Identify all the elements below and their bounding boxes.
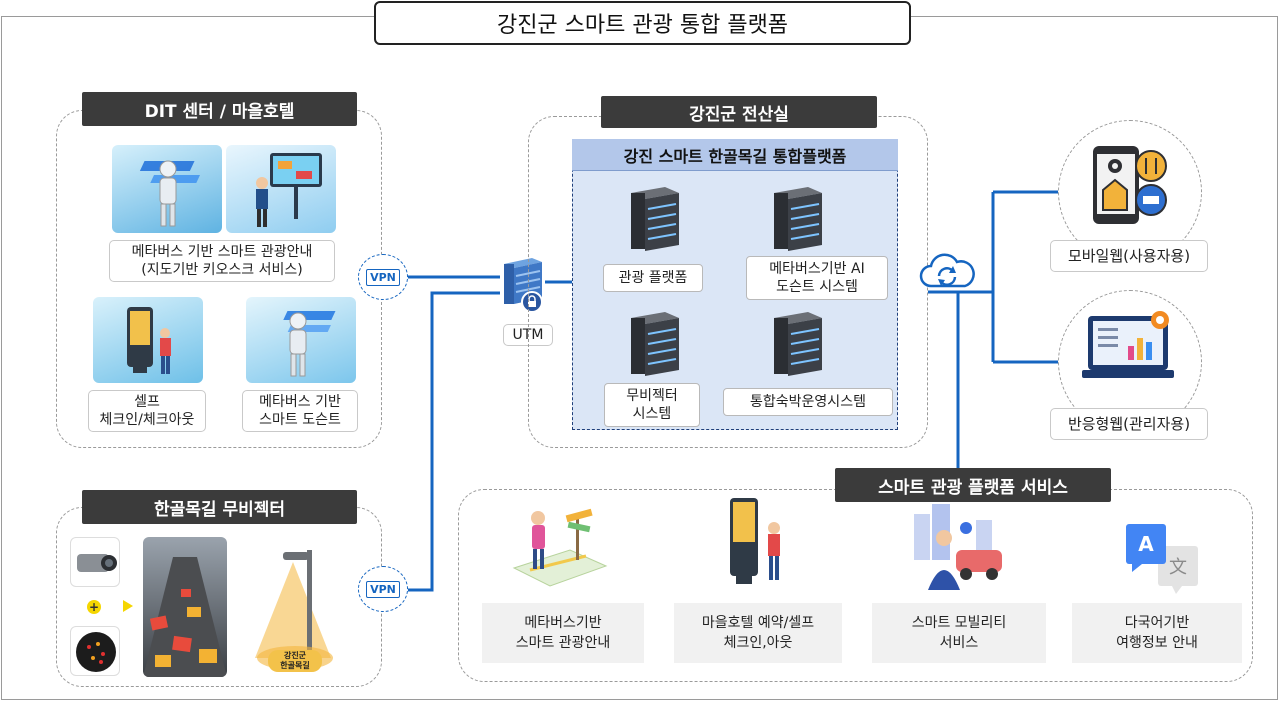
caption-self-checkin: 셀프 체크인/체크아웃	[88, 390, 206, 432]
server-caption-tourism: 관광 플랫폼	[603, 264, 703, 292]
services-label: 스마트 관광 플랫폼 서비스	[835, 468, 1111, 502]
server-caption-ai-docent: 메타버스기반 AI 도슨트 시스템	[746, 256, 888, 300]
server-icon	[623, 185, 685, 255]
service-caption-metaverse: 메타버스기반 스마트 관광안내	[482, 603, 644, 663]
caption-line: 메타버스 기반	[259, 394, 341, 410]
gobo-lens-image	[70, 626, 120, 676]
admin-dashboard-icon	[1080, 306, 1180, 386]
sign-line: 한골목길	[280, 661, 310, 670]
service-caption-multilingual: 다국어기반 여행정보 안내	[1072, 603, 1242, 663]
cloud-sync-icon	[917, 252, 977, 292]
hotel-kiosk-illustration	[718, 494, 798, 590]
self-checkin-image	[93, 297, 203, 383]
mobile-map-icon	[1085, 140, 1175, 228]
caption-line: 메타버스 기반 스마트 관광안내	[131, 244, 313, 260]
mobile-web-label: 모바일웹(사용자용)	[1050, 240, 1208, 272]
svg-text:文: 文	[1169, 557, 1187, 578]
diagram-title: 강진군 스마트 관광 통합 플랫폼	[374, 1, 911, 45]
smart-mobility-illustration	[906, 500, 1006, 592]
vpn-badge-dit: VPN	[358, 254, 408, 300]
robot-docent-image	[246, 297, 356, 383]
caption-line: 메타버스기반 AI	[769, 261, 865, 277]
service-caption-mobility: 스마트 모빌리티 서비스	[872, 603, 1046, 663]
caption-line: (지도기반 키오스크 서비스)	[141, 262, 303, 278]
caption-line: 마을호텔 예약/셀프	[701, 615, 815, 631]
metaverse-guide-illustration	[510, 500, 610, 588]
caption-line: 시스템	[632, 406, 672, 422]
arrow-right-icon	[123, 600, 133, 612]
caption-line: 도슨트 시스템	[776, 279, 858, 295]
caption-line: 통합숙박운영시스템	[750, 394, 866, 410]
caption-metaverse-guide: 메타버스 기반 스마트 관광안내 (지도기반 키오스크 서비스)	[109, 240, 335, 282]
street-projection-image	[143, 537, 227, 677]
projector-device-image	[70, 537, 120, 587]
caption-line: 스마트 모빌리티	[911, 615, 1007, 631]
svg-text:A: A	[1138, 532, 1154, 556]
vpn-badge-projector: VPN	[358, 566, 408, 612]
caption-line: 스마트 관광안내	[515, 635, 611, 651]
caption-line: 셀프	[134, 394, 160, 410]
vpn-label: VPN	[366, 580, 400, 598]
robot-guide-image	[112, 145, 222, 233]
datacenter-label: 강진군 전산실	[601, 96, 877, 128]
caption-line: 다국어기반	[1124, 615, 1190, 631]
caption-line: 여행정보 안내	[1116, 635, 1198, 651]
server-icon	[766, 185, 828, 255]
server-caption-movijector: 무비젝터 시스템	[604, 383, 700, 427]
sign-line: 강진군	[283, 651, 307, 660]
server-icon	[623, 310, 685, 380]
kiosk-user-image	[226, 145, 336, 233]
caption-line: 메타버스기반	[524, 615, 602, 631]
platform-title: 강진 스마트 한골목길 통합플랫폼	[572, 139, 898, 171]
projector-label: 한골목길 무비젝터	[82, 490, 357, 524]
projection-sign: 강진군 한골목길	[268, 650, 322, 672]
admin-web-label: 반응형웹(관리자용)	[1050, 408, 1208, 440]
server-caption-lodging: 통합숙박운영시스템	[723, 388, 893, 416]
caption-line: 관광 플랫폼	[618, 270, 688, 286]
dit-label: DIT 센터 / 마을호텔	[82, 92, 357, 126]
caption-line: 체크인,아웃	[723, 635, 793, 651]
service-caption-hotel: 마을호텔 예약/셀프 체크인,아웃	[674, 603, 842, 663]
caption-line: 서비스	[939, 635, 979, 651]
caption-line: 무비젝터	[626, 388, 678, 404]
caption-line: 스마트 도슨트	[259, 412, 341, 428]
server-icon	[766, 310, 828, 380]
vpn-label: VPN	[366, 268, 400, 286]
caption-line: 체크인/체크아웃	[99, 412, 195, 428]
plus-icon: +	[87, 600, 101, 614]
caption-smart-docent: 메타버스 기반 스마트 도슨트	[242, 390, 358, 432]
translate-icon: 文 A	[1120, 516, 1204, 596]
utm-firewall-icon	[500, 254, 546, 316]
